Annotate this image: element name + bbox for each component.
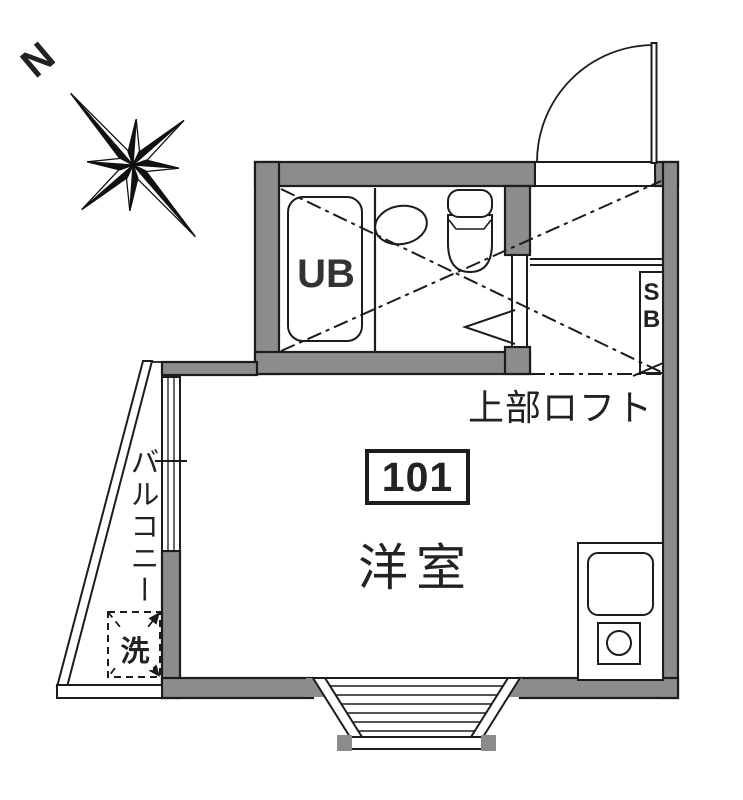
toilet-bowl	[447, 214, 493, 274]
kitchen-sink	[587, 552, 654, 616]
compass-rose	[70, 92, 196, 238]
sink	[374, 204, 428, 246]
toilet-tank	[447, 189, 493, 218]
burner	[606, 630, 632, 656]
room-number-badge: 101	[365, 449, 470, 505]
washer-label: 洗	[117, 628, 153, 670]
toilet-seat	[448, 219, 492, 230]
shoe-box-label: S B	[640, 279, 663, 333]
shoe-box-label-s: S	[643, 279, 660, 306]
bathroom	[287, 188, 528, 352]
unit-bath-label: UB	[297, 252, 355, 296]
bath-door-swing	[461, 309, 516, 345]
kitchen	[577, 542, 664, 681]
bathtub	[287, 196, 363, 342]
shoe-box-label-b: B	[642, 306, 661, 333]
entry	[530, 258, 664, 377]
balcony	[55, 360, 163, 699]
entrance-door	[534, 42, 658, 187]
room-type-label: 洋室	[358, 540, 474, 596]
bath-door-jamb	[511, 254, 528, 348]
left-window	[155, 376, 187, 552]
loft-label: 上部ロフト	[468, 387, 654, 428]
balcony-label: バルコニー	[126, 447, 158, 607]
walls	[160, 160, 680, 700]
loft-outline	[280, 180, 663, 375]
bay-window	[311, 677, 522, 751]
